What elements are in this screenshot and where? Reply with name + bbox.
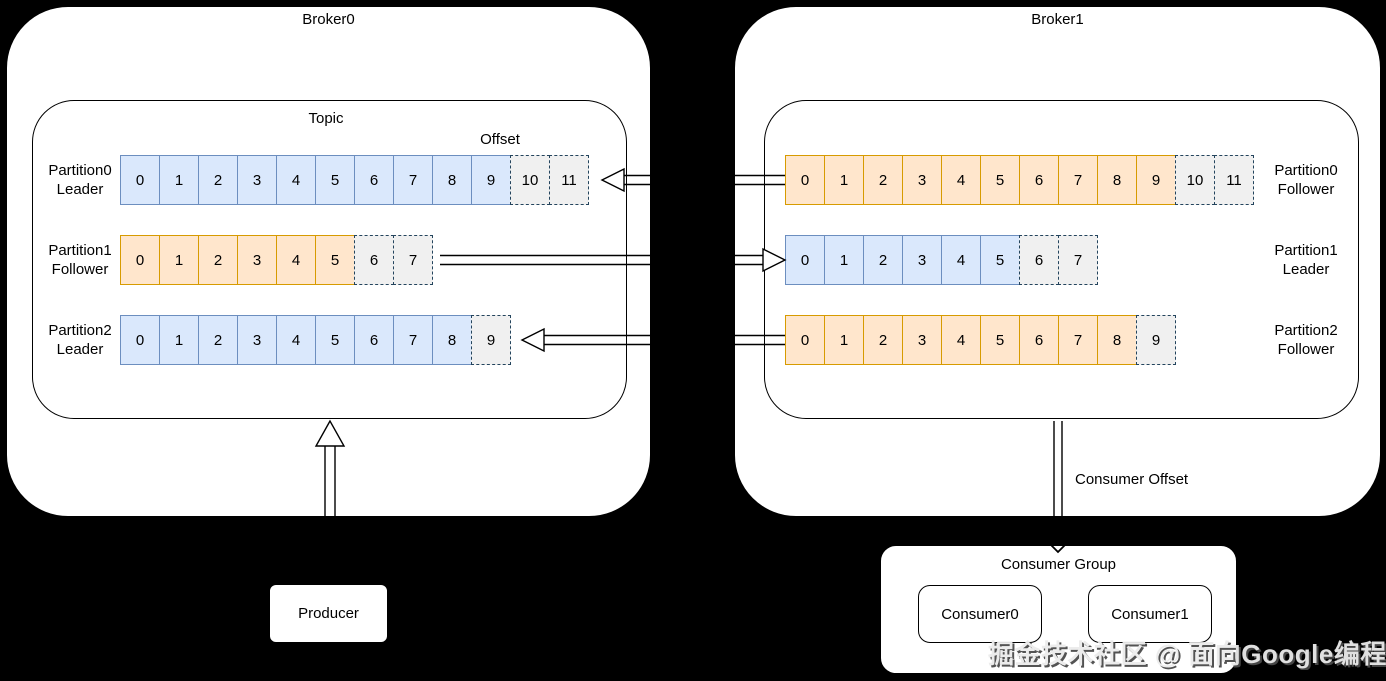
- partition-name: Partition2: [48, 322, 112, 339]
- producer-box: Producer: [268, 583, 389, 644]
- offset-cell: 0: [120, 235, 160, 285]
- partition-label: Partition2 Follower: [1256, 321, 1356, 359]
- offset-cell: 1: [159, 315, 199, 365]
- offset-cell: 1: [159, 155, 199, 205]
- offset-cell: 2: [198, 155, 238, 205]
- offset-cell: 0: [785, 155, 825, 205]
- partition-label: Partition0 Follower: [1256, 161, 1356, 199]
- offset-cell: 2: [863, 235, 903, 285]
- offset-cell: 7: [393, 315, 433, 365]
- pending-offset-cell: 11: [549, 155, 589, 205]
- offset-cell: 2: [863, 155, 903, 205]
- partition-row: 0 1 2 3 4 5 6 7 8 9 10 11: [785, 155, 1254, 205]
- partition-row: 0 1 2 3 4 5 6 7 8 9: [785, 315, 1176, 365]
- producer-label: Producer: [298, 605, 359, 622]
- offset-cell: 0: [785, 235, 825, 285]
- pending-offset-cell: 6: [1019, 235, 1059, 285]
- partition-label: Partition1 Follower: [30, 241, 130, 279]
- partition-label: Partition0 Leader: [30, 161, 130, 199]
- partition-name: Partition1: [48, 242, 112, 259]
- offset-cell: 8: [432, 315, 472, 365]
- pending-offset-cell: 6: [354, 235, 394, 285]
- offset-cell: 0: [120, 155, 160, 205]
- offset-cell: 5: [315, 315, 355, 365]
- offset-cell: 4: [941, 235, 981, 285]
- partition-name: Partition0: [1274, 162, 1338, 179]
- partition-role: Leader: [56, 341, 104, 358]
- partition-row: 0 1 2 3 4 5 6 7: [785, 235, 1098, 285]
- offset-cell: 6: [354, 155, 394, 205]
- pending-offset-cell: 7: [393, 235, 433, 285]
- offset-cell: 1: [824, 235, 864, 285]
- offset-cell: 3: [902, 155, 942, 205]
- partition-role: Follower: [51, 261, 109, 278]
- offset-cell: 5: [980, 155, 1020, 205]
- offset-cell: 5: [315, 155, 355, 205]
- partition-role: Follower: [1277, 341, 1335, 358]
- offset-cell: 0: [785, 315, 825, 365]
- offset-cell: 1: [159, 235, 199, 285]
- consumer1-label: Consumer1: [1111, 605, 1189, 623]
- pending-offset-cell: 11: [1214, 155, 1254, 205]
- offset-cell: 7: [393, 155, 433, 205]
- consumer-offset-label: Consumer Offset: [1075, 471, 1189, 488]
- offset-cell: 0: [120, 315, 160, 365]
- broker0-title: Broker0: [302, 11, 355, 28]
- partition-role: Follower: [1277, 181, 1335, 198]
- offset-cell: 1: [824, 155, 864, 205]
- offset-cell: 5: [980, 315, 1020, 365]
- offset-label: Offset: [480, 131, 520, 148]
- pending-offset-cell: 9: [471, 315, 511, 365]
- partition-name: Partition2: [1274, 322, 1338, 339]
- consumer-group-title: Consumer Group: [1000, 556, 1117, 573]
- pending-offset-cell: 9: [1136, 315, 1176, 365]
- offset-cell: 3: [902, 235, 942, 285]
- consumer0-box: Consumer0: [918, 585, 1042, 643]
- partition-name: Partition1: [1274, 242, 1338, 259]
- partition-label: Partition2 Leader: [30, 321, 130, 359]
- offset-cell: 9: [1136, 155, 1176, 205]
- pending-offset-cell: 10: [1175, 155, 1215, 205]
- offset-cell: 4: [276, 155, 316, 205]
- offset-cell: 8: [1097, 315, 1137, 365]
- offset-cell: 6: [354, 315, 394, 365]
- offset-cell: 1: [824, 315, 864, 365]
- offset-cell: 2: [198, 315, 238, 365]
- offset-cell: 8: [1097, 155, 1137, 205]
- offset-cell: 6: [1019, 155, 1059, 205]
- broker1-title: Broker1: [1031, 11, 1084, 28]
- partition-name: Partition0: [48, 162, 112, 179]
- partition-row: 0 1 2 3 4 5 6 7 8 9 10 11: [120, 155, 589, 205]
- offset-cell: 3: [237, 235, 277, 285]
- offset-cell: 9: [471, 155, 511, 205]
- consumer1-box: Consumer1: [1088, 585, 1212, 643]
- offset-cell: 4: [276, 315, 316, 365]
- offset-cell: 2: [863, 315, 903, 365]
- offset-cell: 4: [941, 315, 981, 365]
- offset-cell: 6: [1019, 315, 1059, 365]
- partition-row: 0 1 2 3 4 5 6 7: [120, 235, 433, 285]
- offset-cell: 3: [237, 155, 277, 205]
- pending-offset-cell: 10: [510, 155, 550, 205]
- topic-label: Topic: [308, 110, 344, 127]
- offset-cell: 2: [198, 235, 238, 285]
- partition-role: Leader: [56, 181, 104, 198]
- watermark: 掘金技术社区 @ 面向Google编程: [988, 639, 1386, 669]
- partition-role: Leader: [1282, 261, 1330, 278]
- pending-offset-cell: 7: [1058, 235, 1098, 285]
- offset-cell: 8: [432, 155, 472, 205]
- offset-cell: 5: [315, 235, 355, 285]
- partition-label: Partition1 Leader: [1256, 241, 1356, 279]
- offset-cell: 5: [980, 235, 1020, 285]
- offset-cell: 4: [276, 235, 316, 285]
- offset-cell: 7: [1058, 315, 1098, 365]
- offset-cell: 7: [1058, 155, 1098, 205]
- partition-row: 0 1 2 3 4 5 6 7 8 9: [120, 315, 511, 365]
- offset-cell: 3: [902, 315, 942, 365]
- offset-cell: 4: [941, 155, 981, 205]
- consumer0-label: Consumer0: [941, 605, 1019, 623]
- offset-cell: 3: [237, 315, 277, 365]
